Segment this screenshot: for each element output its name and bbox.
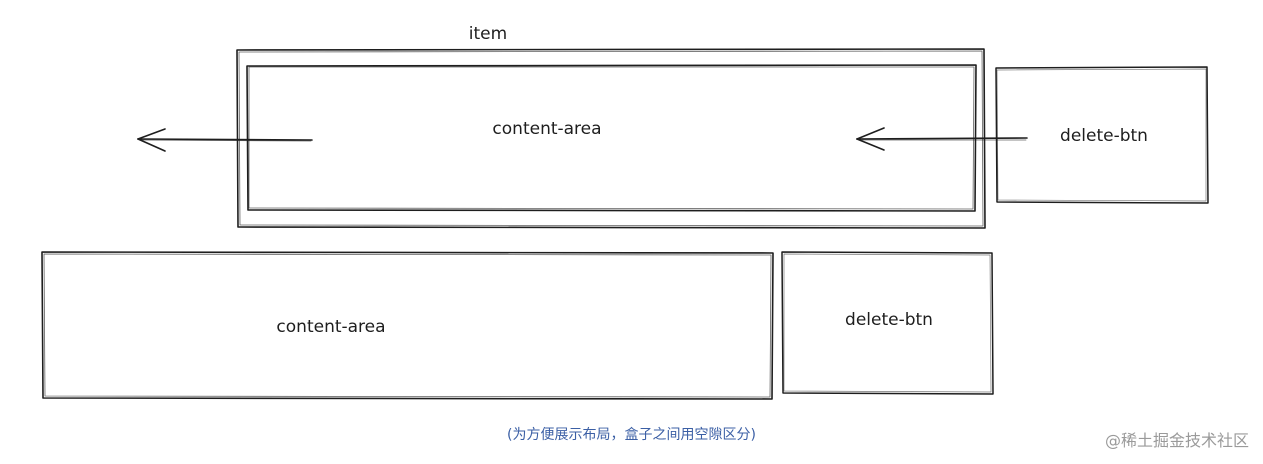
content-area-label-top: content-area: [492, 119, 601, 139]
delete-btn-box-bottom: [781, 251, 994, 395]
delete-btn-label-bottom: delete-btn: [845, 310, 933, 330]
content-area-box-bottom: [41, 251, 774, 400]
content-area-label-bottom: content-area: [276, 317, 385, 337]
delete-btn-label-top: delete-btn: [1060, 126, 1148, 146]
delete-btn-box-top: [995, 66, 1209, 204]
content-area-box-top: [246, 64, 977, 212]
layout-caption: (为方便展示布局，盒子之间用空隙区分): [507, 427, 756, 443]
watermark: @稀土掘金技术社区: [1104, 431, 1249, 450]
item-label: item: [469, 24, 507, 44]
item-box: [236, 48, 986, 229]
left-arrow: [137, 128, 313, 152]
delete-arrow: [856, 127, 1028, 151]
